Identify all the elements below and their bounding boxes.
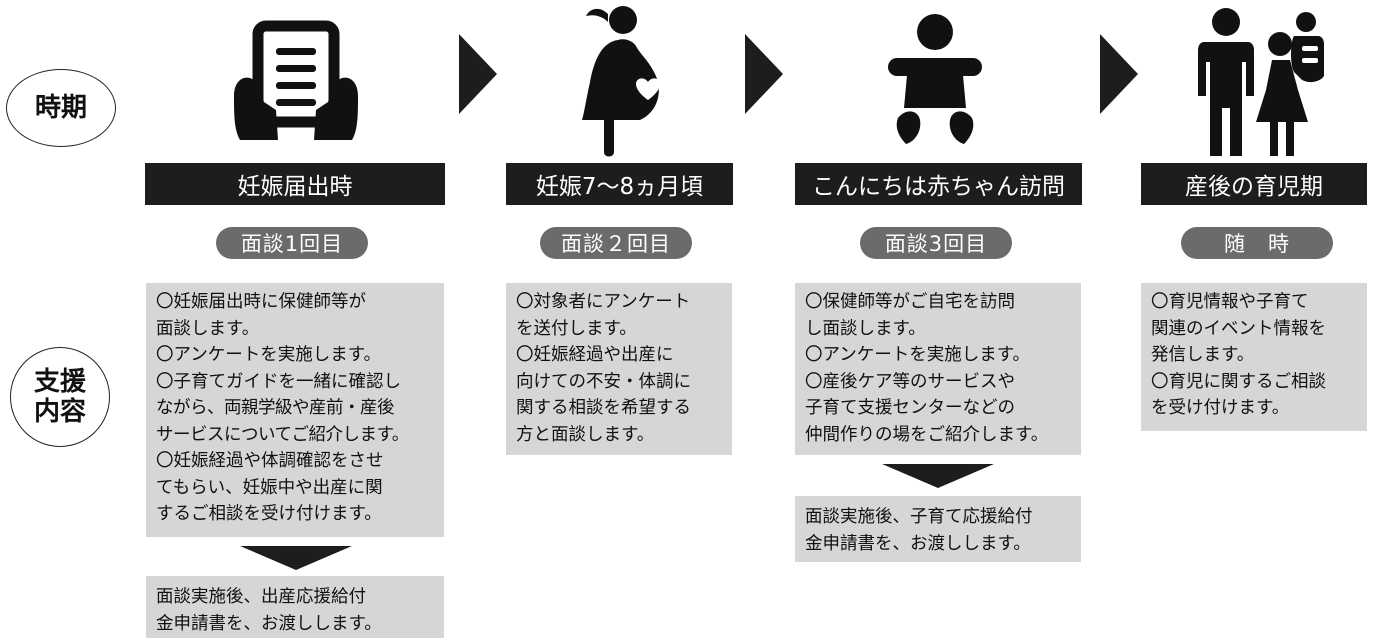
period-label-text: 時期 <box>34 93 87 123</box>
down-arrow-2 <box>882 464 994 488</box>
detail-line: 方と面談します。 <box>516 424 655 445</box>
detail-line: し面談します。 <box>805 318 926 339</box>
detail-line: サービスについてご紹介します。 <box>156 424 409 445</box>
after-note-2: 面談実施後、子育て応援給付 金申請書を、お渡しします。 <box>795 496 1081 562</box>
baby-icon <box>880 10 990 150</box>
down-arrow-1 <box>240 546 352 570</box>
detail-line: 向けての不安・体調に <box>516 371 691 392</box>
detail-line: 発信します。 <box>1151 345 1255 365</box>
session-badge-4: 随 時 <box>1181 227 1333 259</box>
detail-line: 〇育児情報や子育て <box>1151 292 1309 312</box>
detail-line: 〇妊娠経過や出産に <box>516 345 674 365</box>
stage-title-3: こんにちは赤ちゃん訪問 <box>795 163 1082 205</box>
detail-line: 〇子育てガイドを一緒に確認し <box>156 371 401 392</box>
support-label-line1: 支援 <box>33 367 86 397</box>
support-detail-4: 〇育児情報や子育て 関連のイベント情報を 発信します。 〇育児に関するご相談 を… <box>1141 283 1367 431</box>
detail-line: するご相談を受け付けます。 <box>156 504 382 524</box>
flow-arrow-1 <box>459 34 497 114</box>
note-line: 金申請書を、お渡しします。 <box>805 533 1031 554</box>
detail-line: 〇妊娠経過や体調確認をさせ <box>156 451 384 471</box>
support-detail-1: 〇妊娠届出時に保健師等が 面談します。 〇アンケートを実施します。 〇子育てガイ… <box>146 283 444 537</box>
flow-arrow-2 <box>745 34 783 114</box>
pregnant-woman-icon <box>560 2 680 164</box>
detail-line: 関する相談を希望する <box>516 398 691 418</box>
after-note-1: 面談実施後、出産応援給付 金申請書を、お渡しします。 <box>146 576 444 638</box>
stage-title-2: 妊娠7〜8ヵ月頃 <box>506 163 733 205</box>
session-badge-3: 面談3回目 <box>860 227 1012 259</box>
detail-line: 仲間作りの場をご紹介します。 <box>805 424 1049 445</box>
support-detail-2: 〇対象者にアンケート を送付します。 〇妊娠経過や出産に 向けての不安・体調に … <box>506 283 732 455</box>
detail-line: 〇保健師等がご自宅を訪問 <box>805 292 1015 312</box>
flow-arrow-3 <box>1100 34 1138 114</box>
stage-title-4: 産後の育児期 <box>1141 163 1367 205</box>
session-badge-1: 面談1回目 <box>216 227 368 259</box>
detail-line: を受け付けます。 <box>1151 398 1290 418</box>
support-content-label: 支援 内容 <box>10 347 110 447</box>
note-line: 面談実施後、出産応援給付 <box>156 587 366 607</box>
detail-line: 〇妊娠届出時に保健師等が <box>156 292 366 312</box>
detail-line: 面談します。 <box>156 318 260 339</box>
detail-line: 〇育児に関するご相談 <box>1151 371 1326 392</box>
document-in-hands-icon <box>226 18 366 148</box>
parents-with-child-icon <box>1190 6 1340 162</box>
detail-line: ながら、両親学級や産前・産後 <box>156 398 395 418</box>
detail-line: を送付します。 <box>516 318 637 339</box>
note-line: 金申請書を、お渡しします。 <box>156 613 382 634</box>
detail-line: 〇アンケートを実施します。 <box>805 345 1031 365</box>
support-label-line2: 内容 <box>33 397 86 427</box>
detail-line: てもらい、妊娠中や出産に関 <box>156 477 383 498</box>
note-line: 面談実施後、子育て応援給付 <box>805 507 1033 527</box>
period-label: 時期 <box>6 69 116 147</box>
detail-line: 〇対象者にアンケート <box>516 292 691 312</box>
detail-line: 〇産後ケア等のサービスや <box>805 371 1015 392</box>
detail-line: 〇アンケートを実施します。 <box>156 345 382 365</box>
detail-line: 関連のイベント情報を <box>1151 318 1326 339</box>
support-detail-3: 〇保健師等がご自宅を訪問 し面談します。 〇アンケートを実施します。 〇産後ケア… <box>795 283 1081 455</box>
detail-line: 子育て支援センターなどの <box>805 398 1015 418</box>
session-badge-2: 面談２回目 <box>540 227 692 259</box>
stage-title-1: 妊娠届出時 <box>145 163 445 205</box>
